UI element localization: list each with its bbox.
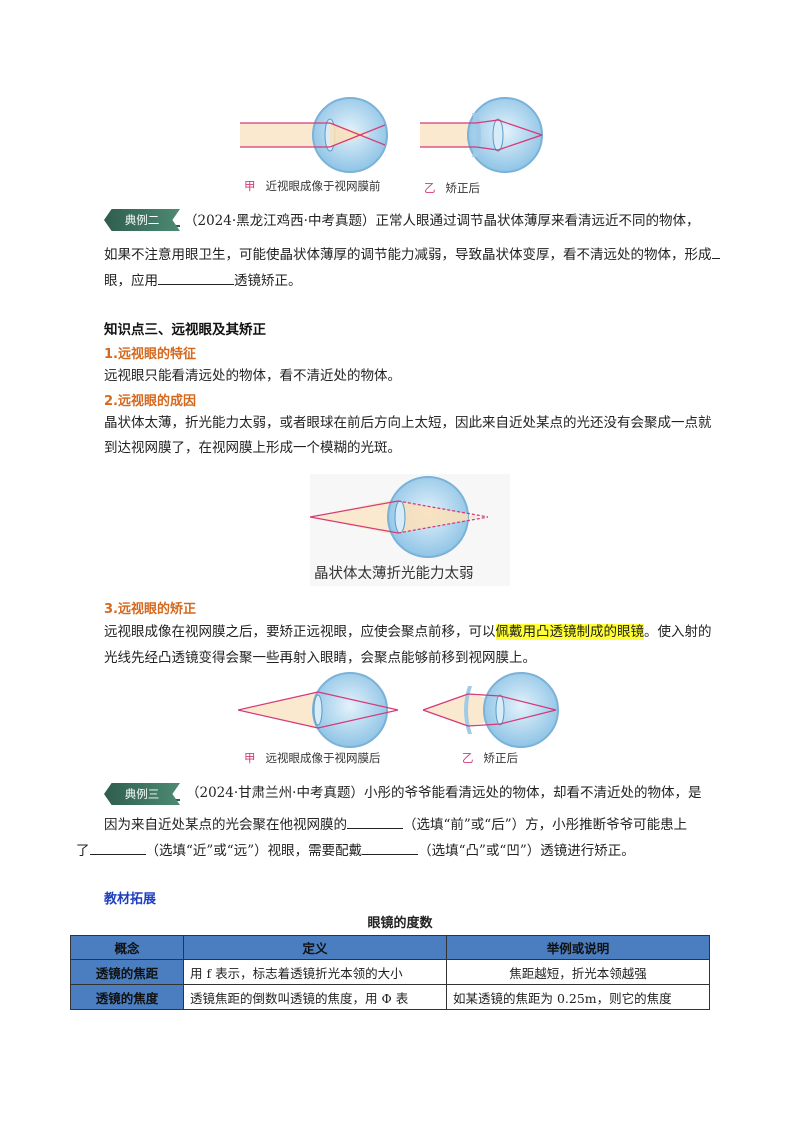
table-cell-note: 焦距越短，折光本领越强	[446, 959, 710, 985]
answer-blank-front-back[interactable]	[347, 814, 403, 829]
example3-line2: 因为来自近处某点的光会聚在他视网膜的（选填“前”或“后”）方，小彤推断爷爷可能患…	[104, 814, 687, 835]
lens-power-table: 概念 定义 举例或说明 透镜的焦距 用 f 表示，标志着透镜折光本领的大小 焦距…	[70, 935, 710, 1010]
paragraph-cause-line1: 晶状体太薄，折光能力太弱，或者眼球在前后方向上太短，因此来自近处某点的光还没有会…	[104, 415, 712, 431]
example3-badge: 典例三	[104, 783, 180, 805]
extension-label: 教材拓展	[104, 892, 157, 907]
answer-blank-near-far[interactable]	[89, 840, 146, 855]
table-row: 透镜的焦距 用 f 表示，标志着透镜折光本领的大小 焦距越短，折光本领越强	[70, 959, 710, 985]
paragraph-feature: 远视眼只能看清远处的物体，看不清近处的物体。	[104, 368, 401, 384]
subheading-feature: 1.远视眼的特征	[104, 347, 196, 362]
example2-badge: 典例二	[104, 209, 180, 231]
paragraph-correction-line2: 光线先经凸透镜变得会聚一些再射入眼睛，会聚点能够前移到视网膜上。	[104, 650, 536, 666]
example3-line1: （2024·甘肃兰州·中考真题）小彤的爷爷能看清远处的物体，却看不清近处的物体，…	[186, 785, 702, 801]
table-header-concept: 概念	[70, 935, 184, 960]
paragraph-correction-line1: 远视眼成像在视网膜之后，要矫正远视眼，应使会聚点前移，可以佩戴用凸透镜制成的眼镜…	[104, 624, 712, 640]
table-header-note: 举例或说明	[446, 935, 710, 960]
table-cell-note: 如某透镜的焦距为 0.25m，则它的焦度	[446, 984, 710, 1010]
table-header-definition: 定义	[183, 935, 447, 960]
paragraph-cause-line2: 到达视网膜了，在视网膜上形成一个模糊的光斑。	[104, 440, 401, 456]
figure1-left-caption: 甲近视眼成像于视网膜前	[244, 179, 381, 193]
table-cell-definition: 用 f 表示，标志着透镜折光本领的大小	[183, 959, 447, 985]
table-title: 眼镜的度数	[367, 916, 433, 931]
example3-line3: 了（选填“近”或“远”）视眼，需要配戴（选填“凸”或“凹”）透镜进行矫正。	[76, 840, 635, 861]
example2-line3: 眼，应用透镜矫正。	[104, 270, 302, 291]
myopia-diagram	[240, 97, 543, 173]
hyperopia-cause-figure: 晶状体太薄折光能力太弱	[309, 474, 510, 586]
answer-blank-lens-type[interactable]	[362, 840, 419, 855]
example2-line1: （2024·黑龙江鸡西·中考真题）正常人眼通过调节晶状体薄厚来看清远近不同的物体…	[184, 213, 700, 229]
figure1-right-caption: 乙矫正后	[424, 181, 480, 195]
table-row: 透镜的焦度 透镜焦距的倒数叫透镜的焦度，用 Φ 表 如某透镜的焦距为 0.25m…	[70, 984, 710, 1010]
subheading-cause: 2.远视眼的成因	[104, 394, 196, 409]
example2-line2: 如果不注意用眼卫生，可能使晶状体薄厚的调节能力减弱，导致晶状体变厚，看不清远处的…	[104, 244, 720, 265]
figure3-left-caption: 甲远视眼成像于视网膜后	[244, 751, 381, 765]
section-title: 知识点三、远视眼及其矫正	[104, 322, 266, 338]
figure-caption: 晶状体太薄折光能力太弱	[314, 566, 474, 582]
hyperopia-cause-diagram	[309, 476, 489, 558]
subheading-correction: 3.远视眼的矫正	[104, 602, 196, 617]
answer-blank[interactable]	[158, 270, 234, 285]
hyperopia-correction-diagram	[238, 672, 559, 748]
table-cell-definition: 透镜焦距的倒数叫透镜的焦度，用 Φ 表	[183, 984, 447, 1010]
table-cell-concept: 透镜的焦度	[70, 984, 184, 1010]
highlighted-text: 佩戴用凸透镜制成的眼镜	[495, 624, 644, 640]
table-cell-concept: 透镜的焦距	[70, 959, 184, 985]
figure3-right-caption: 乙矫正后	[462, 751, 518, 765]
